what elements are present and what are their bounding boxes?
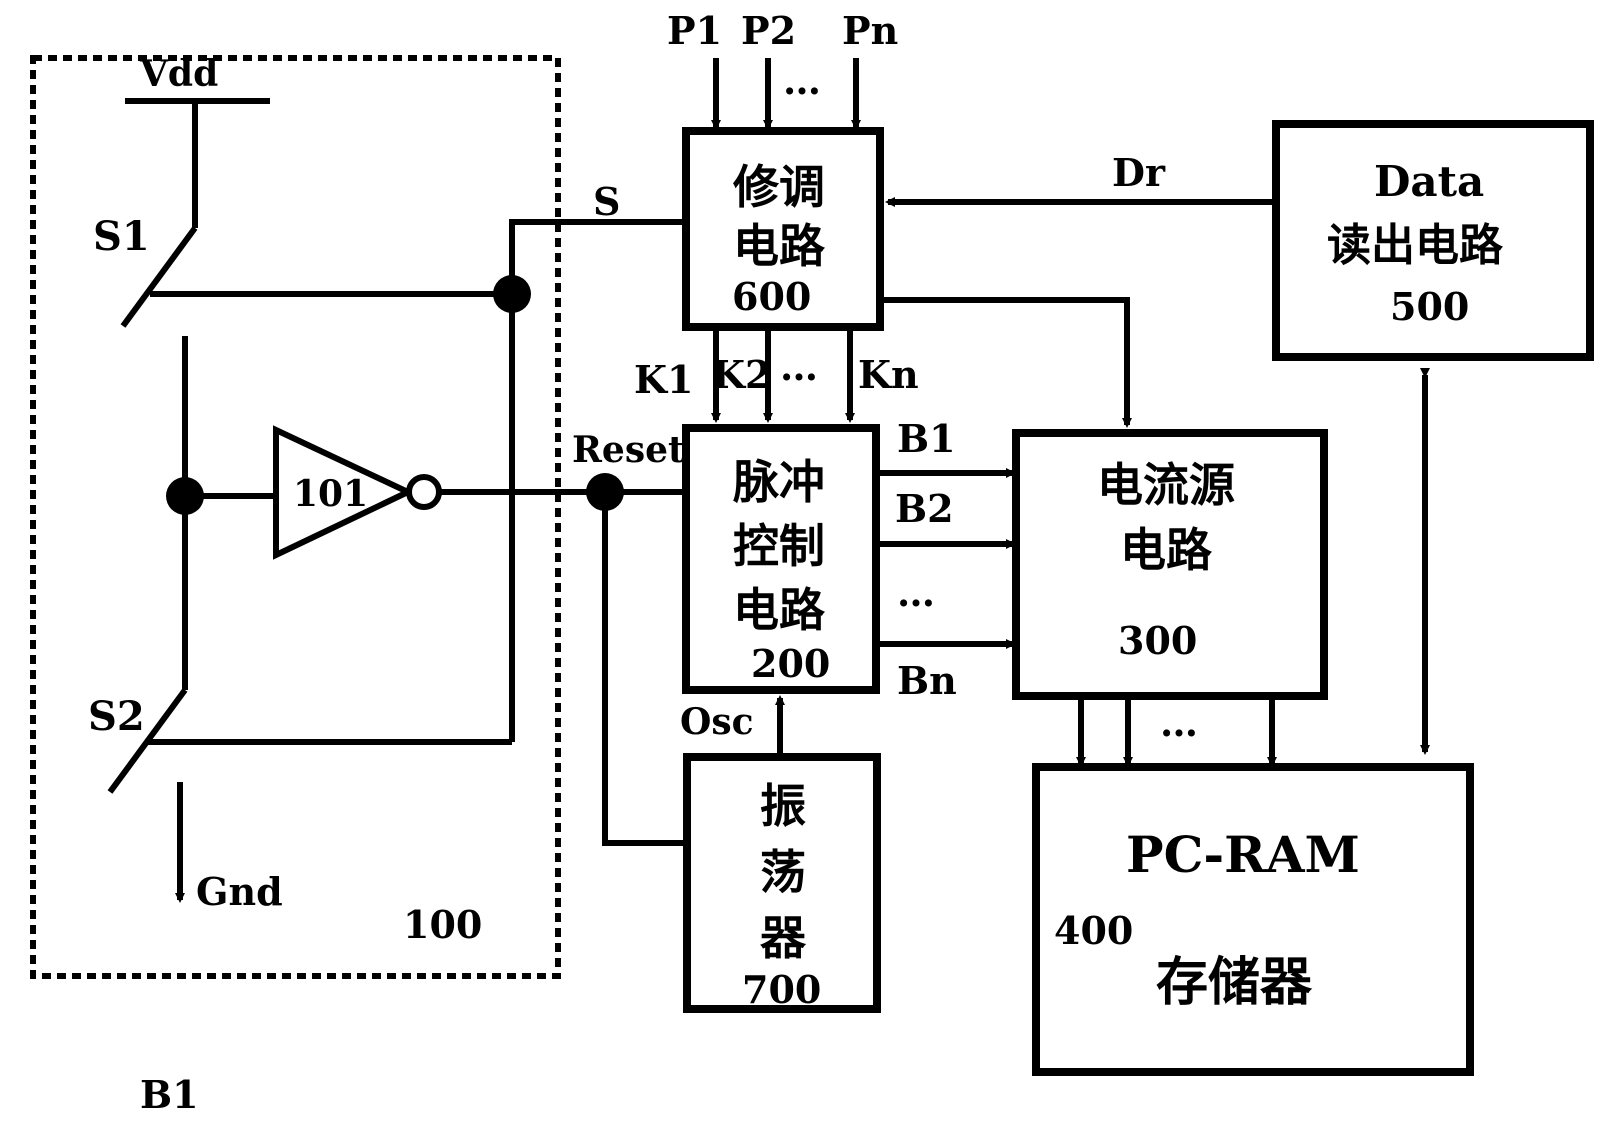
bn-label: Bn <box>897 658 957 703</box>
trim-line2: 电路 <box>733 219 826 273</box>
p2-label: P2 <box>741 8 796 53</box>
current-source-line2: 电路 <box>1120 523 1213 577</box>
current-out-dots: … <box>1160 700 1198 745</box>
junction-s1-node <box>493 275 531 313</box>
s1-label: S1 <box>93 213 150 260</box>
s2-label: S2 <box>88 693 145 740</box>
memory-line1: PC-RAM <box>1126 825 1360 884</box>
vdd-label: Vdd <box>139 53 218 95</box>
module-100-label: 100 <box>403 902 482 947</box>
readout-line2: 读出电路 <box>1327 220 1504 271</box>
pulse-number: 200 <box>751 641 830 686</box>
b-dots-label: … <box>897 570 935 615</box>
pulse-line1: 脉冲 <box>733 455 825 509</box>
trim-number: 600 <box>732 274 811 319</box>
pulse-line2: 控制 <box>733 519 825 573</box>
k1-label: K1 <box>634 357 693 402</box>
b1-label: B1 <box>897 416 956 461</box>
s-signal-label: S <box>593 179 620 224</box>
pulse-line3: 电路 <box>733 583 826 637</box>
readout-line1: Data <box>1374 157 1484 206</box>
trim-line1: 修调 <box>733 160 825 214</box>
inverter-bubble <box>409 477 439 507</box>
current-source-line1: 电流源 <box>1097 458 1235 512</box>
junction-reset <box>586 473 624 511</box>
oscillator-number: 700 <box>742 967 821 1012</box>
inverter-label: 101 <box>293 473 368 515</box>
kn-label: Kn <box>858 352 919 397</box>
p-dots-label: … <box>783 58 821 103</box>
b2-label: B2 <box>895 486 954 531</box>
junction-inverter-input <box>166 477 204 515</box>
dr-label: Dr <box>1112 150 1166 195</box>
reset-label: Reset <box>572 429 685 471</box>
k2-label: K2 <box>712 352 771 397</box>
osc-label: Osc <box>680 701 754 743</box>
pn-label: Pn <box>842 8 898 53</box>
p1-label: P1 <box>667 8 722 53</box>
oscillator-line3: 器 <box>760 911 807 965</box>
oscillator-line1: 振 <box>760 779 806 833</box>
memory-line2: 存储器 <box>1156 953 1313 1013</box>
oscillator-line2: 荡 <box>760 845 806 899</box>
current-source-number: 300 <box>1118 618 1197 663</box>
memory-number: 400 <box>1054 908 1133 953</box>
figure-caption: B1 <box>140 1072 199 1117</box>
readout-number: 500 <box>1390 284 1469 329</box>
gnd-label: Gnd <box>196 869 283 914</box>
k-dots-label: … <box>780 344 818 389</box>
